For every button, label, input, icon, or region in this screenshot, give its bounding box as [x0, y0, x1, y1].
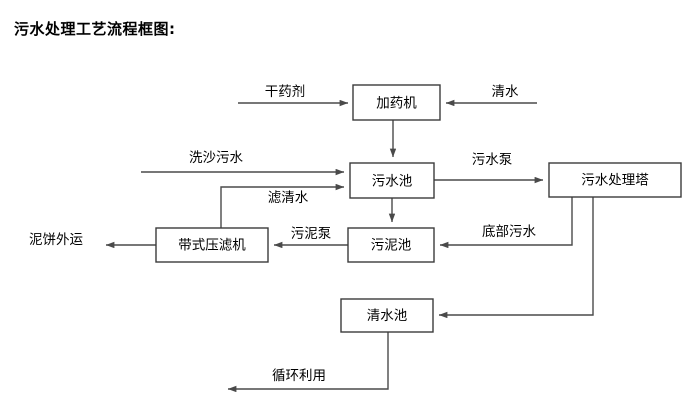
edge-tower-to-clear-pool [438, 197, 594, 319]
edge-label-sewage-pump: 污水泵 [472, 152, 513, 168]
node-label-sewage-pool: 污水池 [372, 174, 413, 190]
edge-label-sand-wastewater: 洗沙污水 [189, 150, 243, 166]
edge-label-clean-water: 清水 [492, 84, 520, 100]
node-label-dosing-machine: 加药机 [376, 96, 417, 112]
edge-label-mud-cake-out: 泥饼外运 [29, 232, 83, 248]
edge-label-bottom-sewage: 底部污水 [482, 224, 536, 240]
node-sewage-pool[interactable]: 污水池 [349, 162, 435, 199]
edge-tower-to-sludge-pool [439, 197, 573, 249]
edge-label-sludge-pump: 污泥泵 [291, 226, 332, 242]
edge-label-filtrate: 滤清水 [268, 190, 309, 206]
node-label-belt-filter-press: 带式压滤机 [178, 238, 246, 254]
edge-label-recycle: 循环利用 [272, 368, 326, 384]
node-treatment-tower[interactable]: 污水处理塔 [548, 162, 682, 198]
node-belt-filter-press[interactable]: 带式压滤机 [155, 227, 269, 263]
edge-filtrate-to-sewage-pool [220, 183, 345, 228]
page-title: 污水处理工艺流程框图: [14, 20, 176, 38]
node-clear-water-pool[interactable]: 清水池 [340, 298, 434, 333]
node-dosing-machine[interactable]: 加药机 [352, 84, 441, 121]
node-label-treatment-tower: 污水处理塔 [581, 173, 649, 189]
node-label-clear-water-pool: 清水池 [367, 308, 408, 324]
edge-clear-pool-to-recycle [227, 332, 389, 393]
node-sludge-pool[interactable]: 污泥池 [347, 227, 435, 263]
edge-label-dry-chemical: 干药剂 [265, 84, 306, 100]
node-label-sludge-pool: 污泥池 [371, 238, 412, 254]
